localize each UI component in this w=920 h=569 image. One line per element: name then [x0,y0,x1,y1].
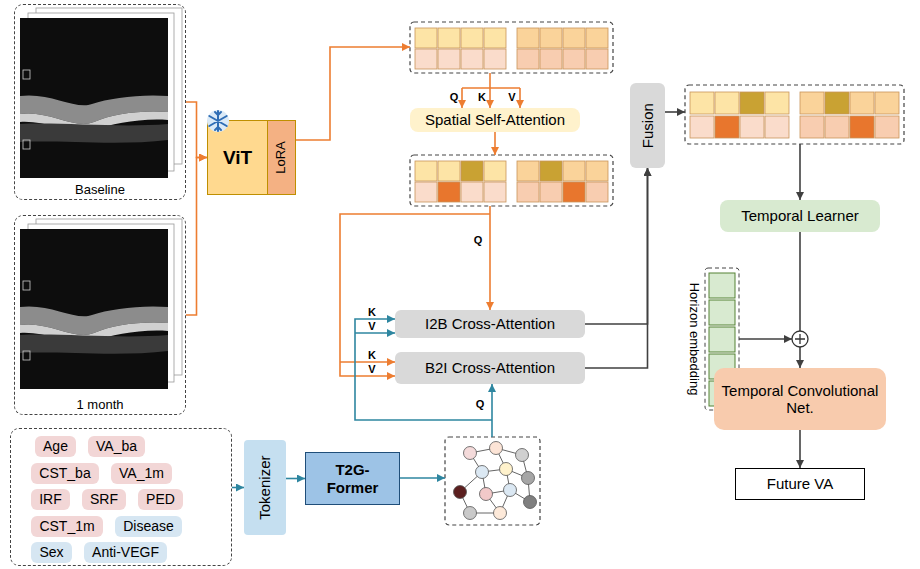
arrow-connector [800,430,801,468]
attention-input-label: Q [450,92,459,103]
node-text: SRF [90,491,118,507]
arrow-connector [585,168,648,368]
oct-scan [20,219,182,389]
node-text: B2I Cross-Attention [425,359,555,376]
adapter-box: LoRA [268,120,296,195]
process-box: Temporal Learner [720,200,880,232]
tokenizer-box: Tokenizer [244,440,286,535]
node-text: 1 month [75,398,126,413]
process-box: Temporal Convolutional Net. [714,368,886,430]
node-text: Anti-VEGF [92,544,159,560]
attention-input-label: Q [474,235,483,246]
node-text: Age [43,438,68,454]
image-panel: 1 month [14,215,186,415]
attention-input-label: V [368,364,375,375]
attention-box: B2I Cross-Attention [395,352,585,384]
feature-pill: VA_ba [88,436,145,457]
feature-pill: SRF [82,489,126,510]
fusion-box: Fusion [630,83,665,168]
feature-pill: Disease [115,516,182,537]
attention-input-label: K [368,350,376,361]
arrow-connector [286,478,305,479]
node-text: CST_1m [39,518,94,534]
attention-box: I2B Cross-Attention [395,310,585,338]
node-text: Future VA [767,475,833,492]
token-grid [410,155,613,206]
node-text: Tokenizer [256,455,273,519]
feature-graph [445,437,540,525]
feature-pill: CST_1m [31,516,103,537]
arrow-connector [186,102,207,158]
attention-input-label: K [478,92,486,103]
feature-pill: Age [35,436,76,457]
attention-box: Spatial Self-Attention [410,108,580,132]
feature-pill: Anti-VEGF [84,542,167,563]
token-grid [410,22,613,73]
node-text: Temporal Convolutional Net. [714,382,886,417]
attention-input-label: V [368,321,375,332]
node-text: IRF [39,491,62,507]
node-text: VA_1m [119,465,164,481]
output-box: Future VA [735,468,865,500]
feature-pill: VA_1m [111,463,172,484]
axis-label: Horizon embedding [688,283,701,396]
arrow-connector [585,168,648,324]
feature-pill: Sex [31,542,72,563]
node-text: CST_ba [39,465,90,481]
arrow-connector [232,487,244,488]
feature-pill: IRF [31,489,70,510]
node-text: Sex [39,544,63,560]
node-text: PED [146,491,175,507]
feature-pill: PED [138,489,183,510]
node-text: VA_ba [96,438,137,454]
node-text: I2B Cross-Attention [425,315,555,332]
feature-pill: CST_ba [31,463,99,484]
node-text: T2G-Former [322,461,384,496]
node-text: Baseline [73,183,127,198]
arrow-connector [186,158,207,316]
node-text: Spatial Self-Attention [425,111,565,128]
token-grid [685,85,904,144]
oct-scan [20,8,182,178]
sum-symbol [792,331,808,347]
node-text: Fusion [639,103,656,148]
node-text: ViT [223,147,252,169]
node-text: Disease [123,518,174,534]
encoder-box: ViT [207,120,268,195]
attention-input-label: K [368,307,376,318]
encoder-box: T2G-Former [305,452,400,505]
node-text: LoRA [274,141,289,174]
image-panel: Baseline [14,4,186,200]
node-text: Temporal Learner [741,207,859,224]
attention-input-label: Q [476,399,485,410]
feature-panel: Age VA_baCST_ba VA_1mIRF SRF PED CST_1m Diseas… [10,428,232,566]
attention-input-label: V [508,92,515,103]
